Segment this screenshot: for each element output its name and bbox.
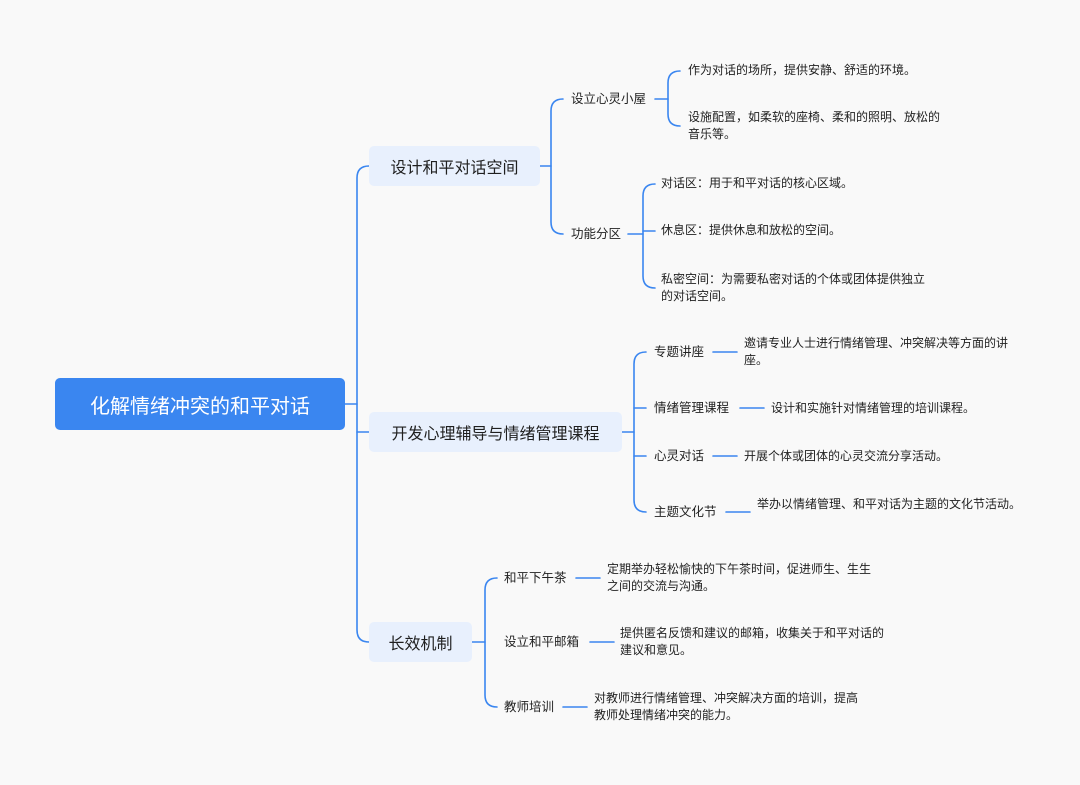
detail-heart-dialogue[interactable]: 开展个体或团体的心灵交流分享活动。 [744,449,949,463]
subtopic-culture-festival[interactable]: 主题文化节 [654,504,717,519]
subtopic-lectures[interactable]: 专题讲座 [654,344,705,359]
subtopic-afternoon-tea[interactable]: 和平下午茶 [504,570,567,585]
branch-courses[interactable]: 开发心理辅导与情绪管理课程 [369,412,622,452]
connector-b2-spine [633,351,647,513]
detail-lectures[interactable]: 邀请专业人士进行情绪管理、冲突解决等方面的讲座。 [744,336,1009,367]
detail-heart-room-facilities[interactable]: 设施配置，如柔软的座椅、柔和的照明、放松的音乐等。 [688,110,941,141]
subtopic-heart-dialogue[interactable]: 心灵对话 [654,448,705,463]
connector-b1s2-spine [642,183,656,289]
detail-culture-festival[interactable]: 举办以情绪管理、和平对话为主题的文化节活动。 [757,497,1022,511]
branch-design-space[interactable]: 设计和平对话空间 [369,146,540,186]
subtopic-emotion-course[interactable]: 情绪管理课程 [654,400,730,415]
connector-b1-spine [550,98,564,235]
connector-b3-spine [484,577,498,708]
subtopic-function-zones[interactable]: 功能分区 [571,226,622,241]
connector-root-spine [356,165,370,643]
root-node[interactable]: 化解情绪冲突的和平对话 [55,378,345,430]
detail-private-space[interactable]: 私密空间：为需要私密对话的个体或团体提供独立的对话空间。 [661,272,926,303]
detail-teacher-training[interactable]: 对教师进行情绪管理、冲突解决方面的培训，提高教师处理情绪冲突的能力。 [594,691,859,722]
detail-heart-room-environment[interactable]: 作为对话的场所，提供安静、舒适的环境。 [688,63,917,77]
detail-emotion-course[interactable]: 设计和实施针对情绪管理的培训课程。 [771,401,976,415]
branch-long-term[interactable]: 长效机制 [369,622,472,662]
connector-b1s1-spine [667,70,681,127]
subtopic-teacher-training[interactable]: 教师培训 [504,699,555,714]
detail-afternoon-tea[interactable]: 定期举办轻松愉快的下午茶时间，促进师生、生生之间的交流与沟通。 [607,562,872,593]
detail-peace-mailbox[interactable]: 提供匿名反馈和建议的邮箱，收集关于和平对话的建议和意见。 [620,626,885,657]
detail-rest-zone[interactable]: 休息区：提供休息和放松的空间。 [661,223,842,237]
subtopic-peace-mailbox[interactable]: 设立和平邮箱 [504,634,580,649]
subtopic-heart-room[interactable]: 设立心灵小屋 [571,91,647,106]
detail-dialogue-zone[interactable]: 对话区：用于和平对话的核心区域。 [661,176,854,190]
